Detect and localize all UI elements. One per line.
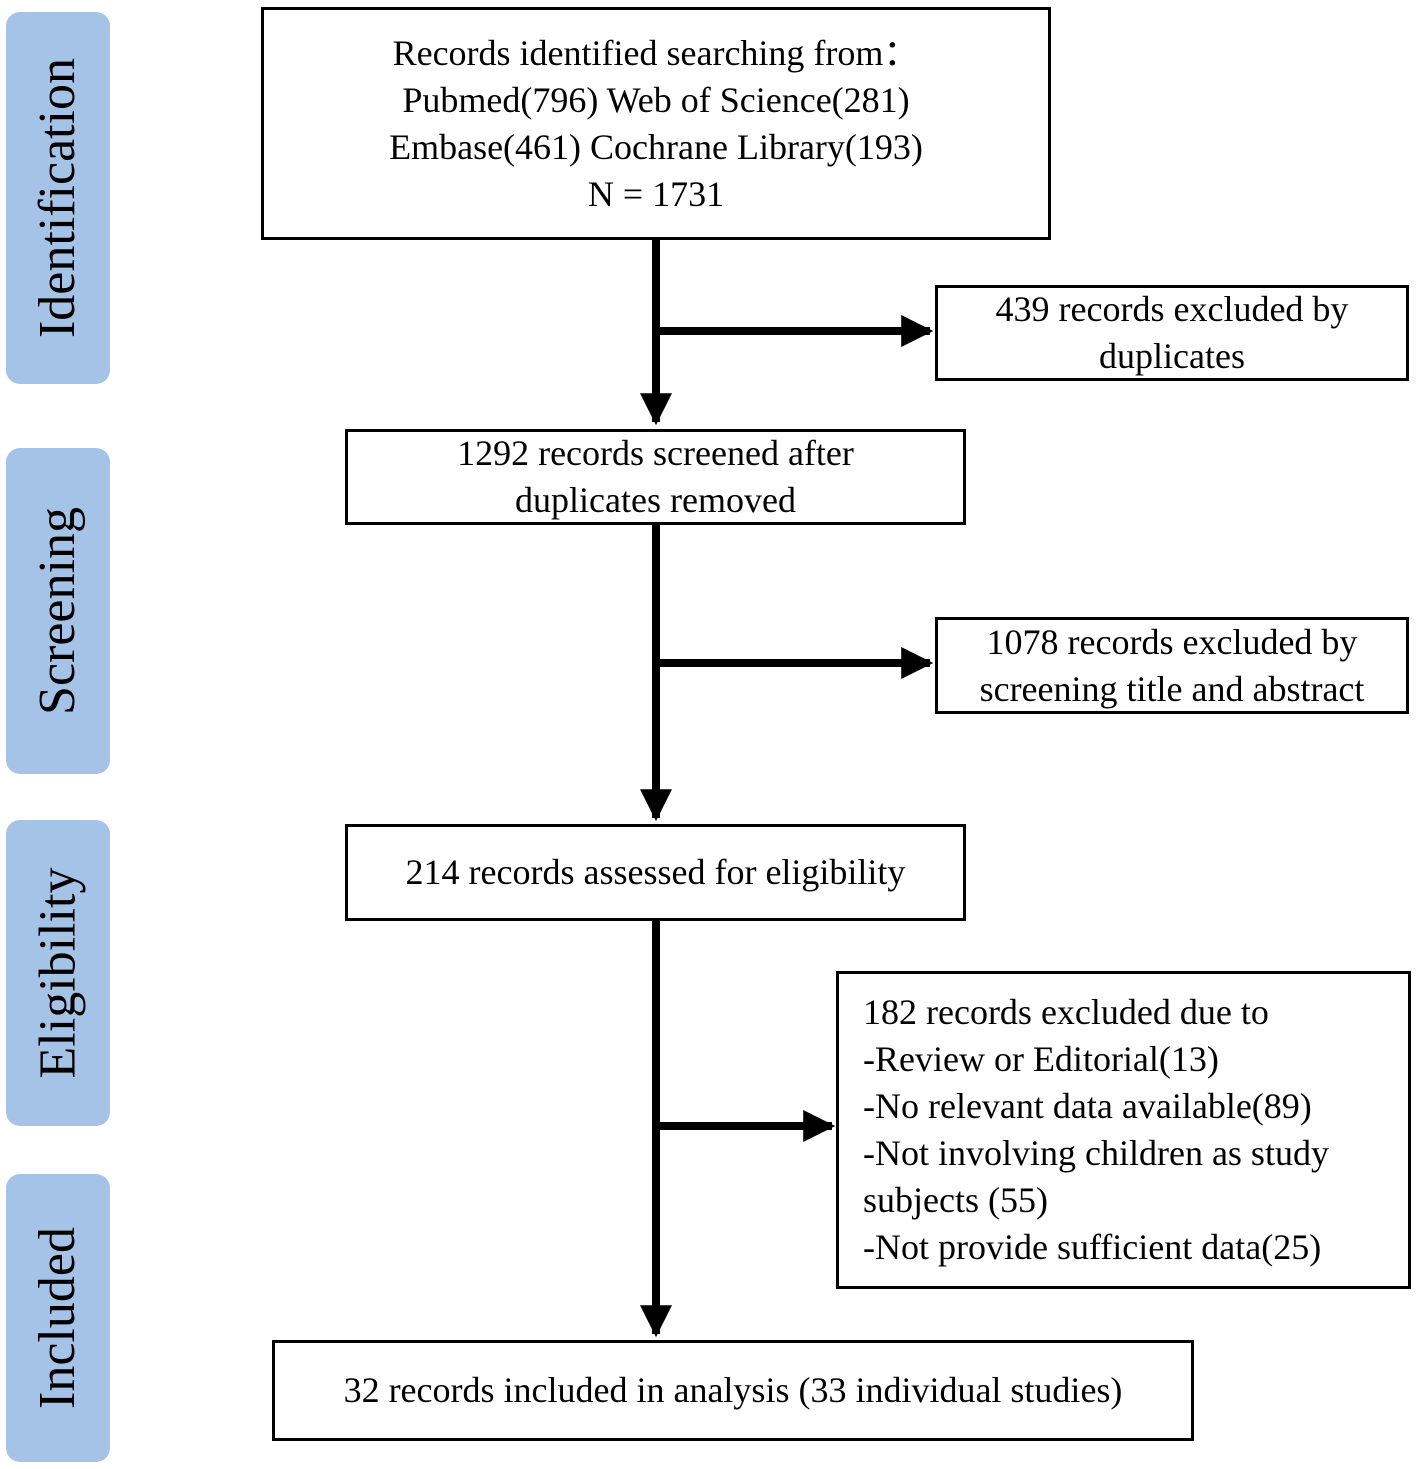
- stage-included: Included: [6, 1174, 110, 1462]
- box-line: subjects (55): [863, 1180, 1048, 1220]
- box-excluded-eligibility: 182 records excluded due to -Review or E…: [836, 971, 1411, 1289]
- box-line: N = 1731: [587, 173, 725, 214]
- box-records-identified: Records identified searching from： Pubme…: [261, 7, 1051, 240]
- stage-eligibility: Eligibility: [6, 820, 110, 1126]
- box-excluded-screening: 1078 records excluded by screening title…: [935, 617, 1409, 714]
- box-line: 32 records included in analysis (33 indi…: [343, 1370, 1123, 1410]
- box-records-assessed: 214 records assessed for eligibility: [345, 824, 966, 921]
- box-line: 182 records excluded due to: [863, 992, 1269, 1032]
- box-line: -No relevant data available(89): [863, 1086, 1312, 1126]
- box-line: -Review or Editorial(13): [863, 1039, 1219, 1079]
- box-records-screened: 1292 records screened after duplicates r…: [345, 429, 966, 525]
- box-line: screening title and abstract: [979, 668, 1365, 709]
- box-records-included: 32 records included in analysis (33 indi…: [272, 1340, 1194, 1441]
- box-line: 214 records assessed for eligibility: [405, 852, 906, 892]
- box-line: duplicates: [1099, 336, 1245, 376]
- box-line: duplicates removed: [515, 480, 796, 520]
- box-line: Pubmed(796) Web of Science(281): [402, 79, 910, 120]
- box-line: -Not provide sufficient data(25): [863, 1227, 1322, 1267]
- box-line: -Not involving children as study: [863, 1133, 1329, 1173]
- stage-identification: Identification: [6, 12, 110, 384]
- box-line: Embase(461) Cochrane Library(193): [389, 126, 923, 167]
- box-line: 1078 records excluded by: [986, 621, 1358, 662]
- box-excluded-duplicates: 439 records excluded by duplicates: [935, 285, 1409, 381]
- box-line: 439 records excluded by: [995, 289, 1349, 329]
- box-line: Records identified searching from：: [392, 32, 920, 73]
- box-line: 1292 records screened after: [457, 433, 854, 473]
- stage-screening: Screening: [6, 448, 110, 774]
